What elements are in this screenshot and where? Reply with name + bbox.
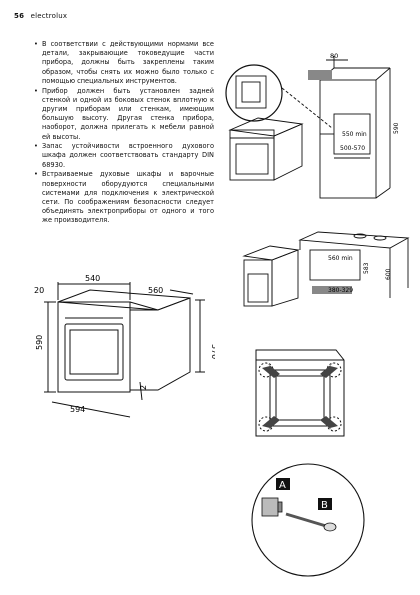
vent-gap — [312, 286, 352, 294]
oven-front — [57, 301, 131, 393]
dim-540: 540 — [85, 274, 100, 283]
dim-590-column: 590 — [393, 122, 400, 134]
dim-500-570: 500-570 — [340, 145, 365, 152]
dim-560: 560 — [148, 286, 163, 295]
label-b-box — [318, 498, 332, 510]
page-number: 56 — [14, 12, 25, 20]
dim-583: 583 — [363, 262, 370, 274]
installation-text: В соответствии с действующими нормами вс… — [34, 40, 214, 226]
arrow-icon — [320, 416, 338, 432]
label-a: A — [279, 480, 286, 491]
column-installation-figure: 80 550 min 500-570 590 — [225, 52, 400, 199]
oven-side — [129, 297, 191, 391]
arrow-icon — [320, 362, 338, 378]
dim-2: 2 — [139, 385, 148, 390]
dim-80: 80 — [330, 52, 338, 60]
dim-590: 590 — [35, 335, 44, 350]
arrow-icon — [262, 362, 280, 378]
dim-380-329: 380-329 — [328, 287, 353, 294]
dim-20: 20 — [34, 286, 44, 295]
brand-name: electrolux — [30, 12, 68, 20]
dim-550min: 550 min — [342, 131, 367, 138]
screw-b — [285, 512, 327, 528]
screw-detail-circle — [251, 463, 365, 577]
detail-circle — [225, 64, 283, 122]
arrow-icon — [262, 416, 280, 432]
dim-600: 600 — [385, 268, 392, 280]
label-a-box — [276, 478, 290, 490]
bullet-item: В соответствии с действующими нормами вс… — [34, 40, 214, 86]
counter-installation-figure: 560 min 583 600 380-329 — [242, 231, 410, 307]
dim-594: 594 — [70, 405, 85, 414]
oven-dimensions-figure: 540 20 560 590 570 2 594 — [34, 274, 215, 418]
fixing-holes-figure — [255, 349, 345, 437]
vent-gap — [308, 70, 332, 80]
dim-560min: 560 min — [328, 255, 353, 262]
dim-570: 570 — [210, 344, 215, 359]
bullet-item: Прибор должен быть установлен задней сте… — [34, 87, 214, 142]
bullet-list: В соответствии с действующими нормами вс… — [34, 40, 214, 226]
bracket-a — [261, 497, 279, 517]
label-b: B — [321, 500, 328, 511]
screw-detail-figure: A B — [251, 463, 365, 577]
bullet-item: Встраиваемые духовые шкафы и варочные по… — [34, 170, 214, 225]
bullet-item: Запас устойчивости встроенного духового … — [34, 142, 214, 170]
page-header: 56 electrolux — [14, 12, 67, 20]
